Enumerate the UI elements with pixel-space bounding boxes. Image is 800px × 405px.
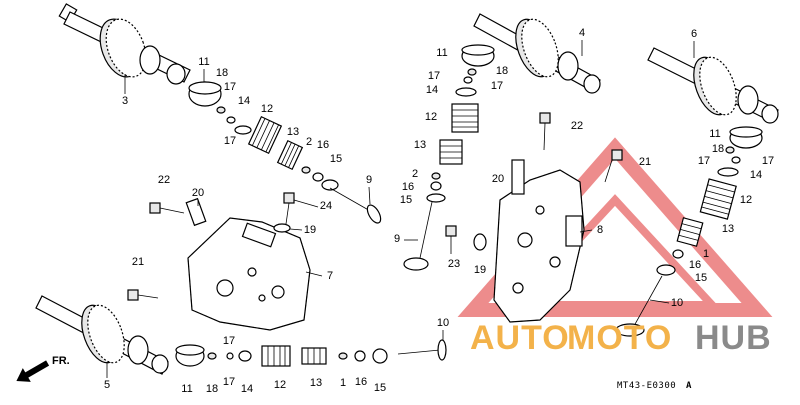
callout-22-left: 22 xyxy=(158,174,170,186)
callout-20-left: 20 xyxy=(192,187,204,199)
diagram-code-suffix: A xyxy=(686,381,692,391)
callout-6: 6 xyxy=(691,28,697,40)
bolt-21-left xyxy=(127,289,159,301)
callout-12-left: 12 xyxy=(261,103,273,115)
bolt-22-left xyxy=(149,202,185,214)
callout-8: 8 xyxy=(597,224,603,236)
cam-holder-8 xyxy=(493,169,585,323)
bolt-24 xyxy=(283,192,295,225)
watermark-moto: MOTO xyxy=(567,319,672,357)
shaft-20-left xyxy=(185,197,207,227)
callout-15-right: 15 xyxy=(695,272,707,284)
callout-11-left: 11 xyxy=(198,56,209,68)
callout-16-left: 16 xyxy=(317,139,329,151)
camshaft-3 xyxy=(58,3,191,85)
bottom-parts-row xyxy=(175,339,447,367)
bolt-22-right xyxy=(539,112,551,151)
callout-18-left: 18 xyxy=(216,67,228,79)
callout-17-bottom-b: 17 xyxy=(223,376,235,388)
callout-2-left: 2 xyxy=(306,136,312,148)
callout-labels: 3 11 18 17 14 17 12 13 2 16 15 9 22 20 2… xyxy=(104,27,774,395)
camshaft-4 xyxy=(473,13,601,94)
callout-18-mid: 18 xyxy=(496,65,508,77)
callout-10-bottom: 10 xyxy=(437,317,449,329)
callout-13-bottom: 13 xyxy=(310,377,322,389)
front-arrow-icon xyxy=(16,360,50,382)
callout-12-mid: 12 xyxy=(425,111,437,123)
front-marker: FR. xyxy=(52,355,70,367)
callout-18-right: 18 xyxy=(712,143,724,155)
diagram-code: MT43-E0300 xyxy=(617,381,676,391)
washer-19-right xyxy=(473,233,487,251)
callout-23: 23 xyxy=(448,258,460,270)
valve-train-right xyxy=(615,126,763,337)
watermark-auto: AUTO xyxy=(470,319,570,357)
watermark-text: AUTO MOTO HUB xyxy=(470,319,772,357)
callout-15-left: 15 xyxy=(330,153,342,165)
callout-3: 3 xyxy=(122,95,128,107)
callout-9-mid: 9 xyxy=(394,233,400,245)
callout-17-mid-a: 17 xyxy=(428,70,440,82)
callout-14-mid: 14 xyxy=(426,84,438,96)
callout-13-right: 13 xyxy=(722,223,734,235)
callout-1-right: 1 xyxy=(703,248,709,260)
callout-21-right: 21 xyxy=(639,156,651,168)
callout-2-mid: 2 xyxy=(412,168,418,180)
callout-12-right: 12 xyxy=(740,194,752,206)
callout-14-left: 14 xyxy=(238,95,250,107)
callout-15-bottom: 15 xyxy=(374,382,386,394)
callout-11-bottom: 11 xyxy=(181,383,192,395)
callout-11-mid: 11 xyxy=(436,47,447,59)
callout-21-left: 21 xyxy=(132,256,144,268)
callout-14-bottom: 14 xyxy=(241,383,253,395)
callout-15-mid: 15 xyxy=(400,194,412,206)
callout-1-bottom: 1 xyxy=(340,377,346,389)
callout-19-mid: 19 xyxy=(474,264,486,276)
callout-19-left: 19 xyxy=(304,224,316,236)
callout-10-right: 10 xyxy=(671,297,683,309)
callout-11-right: 11 xyxy=(709,128,720,140)
valve-train-mid xyxy=(403,44,495,271)
cam-holder-7 xyxy=(187,217,311,331)
callout-16-mid: 16 xyxy=(402,181,414,193)
callout-16-right: 16 xyxy=(689,259,701,271)
callout-9-left: 9 xyxy=(366,174,372,186)
callout-24: 24 xyxy=(320,200,332,212)
callout-5: 5 xyxy=(104,379,110,391)
callout-12-bottom: 12 xyxy=(274,379,286,391)
shaft-20-right xyxy=(511,159,525,195)
camshaft-6 xyxy=(647,47,779,124)
camshaft-5 xyxy=(35,295,169,375)
callout-17-right-b: 17 xyxy=(762,155,774,167)
callout-22-mid: 22 xyxy=(571,120,583,132)
callout-17-right-a: 17 xyxy=(698,155,710,167)
callout-17-mid-b: 17 xyxy=(491,80,503,92)
callout-17-left-a: 17 xyxy=(224,81,236,93)
callout-14-right: 14 xyxy=(750,169,762,181)
bolt-21-right xyxy=(604,149,623,183)
callout-18-bottom: 18 xyxy=(206,383,218,395)
callout-4: 4 xyxy=(579,27,585,39)
watermark-hub: HUB xyxy=(695,319,772,357)
callout-20-mid: 20 xyxy=(492,173,504,185)
bolt-23 xyxy=(445,225,457,254)
leader-lines xyxy=(106,40,695,378)
callout-13-mid: 13 xyxy=(414,139,426,151)
callout-17-left-b: 17 xyxy=(224,135,236,147)
valve-train-left xyxy=(188,81,382,224)
callout-17-bottom-a: 17 xyxy=(223,335,235,347)
callout-16-bottom: 16 xyxy=(355,376,367,388)
callout-13-left: 13 xyxy=(287,126,299,138)
callout-7: 7 xyxy=(327,270,333,282)
washer-19-left xyxy=(273,223,291,233)
